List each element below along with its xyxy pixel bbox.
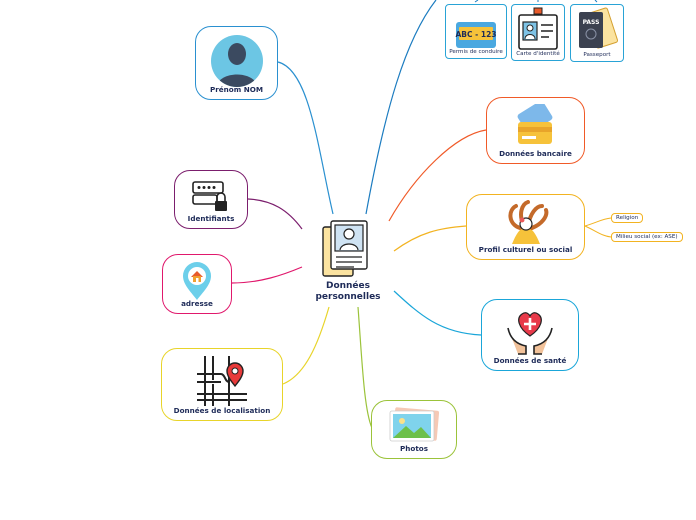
tag-environment[interactable]: Milieu social (ex: ASE) [611, 232, 683, 242]
branch-bank [388, 129, 487, 222]
branch-environment [584, 225, 612, 238]
node-photos-label: Photos [400, 444, 428, 454]
user-avatar-icon [210, 35, 263, 87]
node-culture-label: Profil culturel ou social [478, 245, 573, 255]
branch-ids [247, 198, 303, 230]
card-driving-license[interactable]: ABC - 123 Permis de conduire [445, 4, 507, 59]
card-id-label: Carte d'identité [516, 50, 560, 57]
branch-documents [365, 0, 437, 215]
node-health-label: Données de santé [493, 356, 567, 366]
branch-address [231, 266, 303, 284]
card-driving-license-label: Permis de conduire [449, 48, 503, 55]
passport-stamp-text: PASS [583, 19, 600, 26]
central-title-line1: Données [325, 281, 371, 291]
central-topic[interactable]: Données personnelles [303, 281, 393, 303]
branch-health [393, 290, 482, 336]
branch-name [277, 61, 334, 215]
node-ids[interactable]: Identifiants [174, 170, 248, 229]
card-passport[interactable]: PASS Passeport [570, 4, 624, 62]
node-address[interactable]: adresse [162, 254, 232, 314]
health-heart-hands-icon [507, 312, 553, 355]
password-lock-icon [192, 181, 227, 211]
photos-icon [389, 407, 440, 442]
folder-person-icon [322, 220, 368, 277]
branch-photos [357, 306, 373, 429]
branch-location [282, 306, 330, 385]
node-name[interactable]: Prénom NOM [195, 26, 278, 100]
node-health[interactable]: Données de santé [481, 299, 579, 371]
node-location[interactable]: Données de localisation [161, 348, 283, 421]
node-ids-label: Identifiants [187, 214, 235, 224]
map-route-icon [197, 356, 247, 406]
node-culture[interactable]: Profil culturel ou social [466, 194, 585, 260]
passport-icon: PASS [579, 7, 619, 49]
node-address-label: adresse [181, 299, 213, 309]
license-plate-icon: ABC - 123 [455, 21, 497, 48]
tag-religion[interactable]: Religion [611, 213, 644, 223]
node-bank-label: Données bancaire [499, 149, 572, 159]
branch-culture [393, 225, 467, 252]
native-headdress-icon [508, 200, 548, 244]
branch-religion [584, 217, 612, 227]
home-location-pin-icon [183, 262, 211, 300]
node-photos[interactable]: Photos [371, 400, 457, 459]
id-card-icon [518, 7, 558, 50]
card-passport-label: Passeport [583, 51, 611, 58]
credit-card-icon [517, 104, 552, 144]
card-id[interactable]: Carte d'identité [511, 4, 565, 61]
node-name-label: Prénom NOM [209, 85, 263, 95]
license-plate-text: ABC - 123 [455, 30, 496, 39]
node-bank[interactable]: Données bancaire [486, 97, 585, 164]
node-location-label: Données de localisation [173, 406, 271, 416]
central-title-line2: personnelles [315, 291, 381, 302]
